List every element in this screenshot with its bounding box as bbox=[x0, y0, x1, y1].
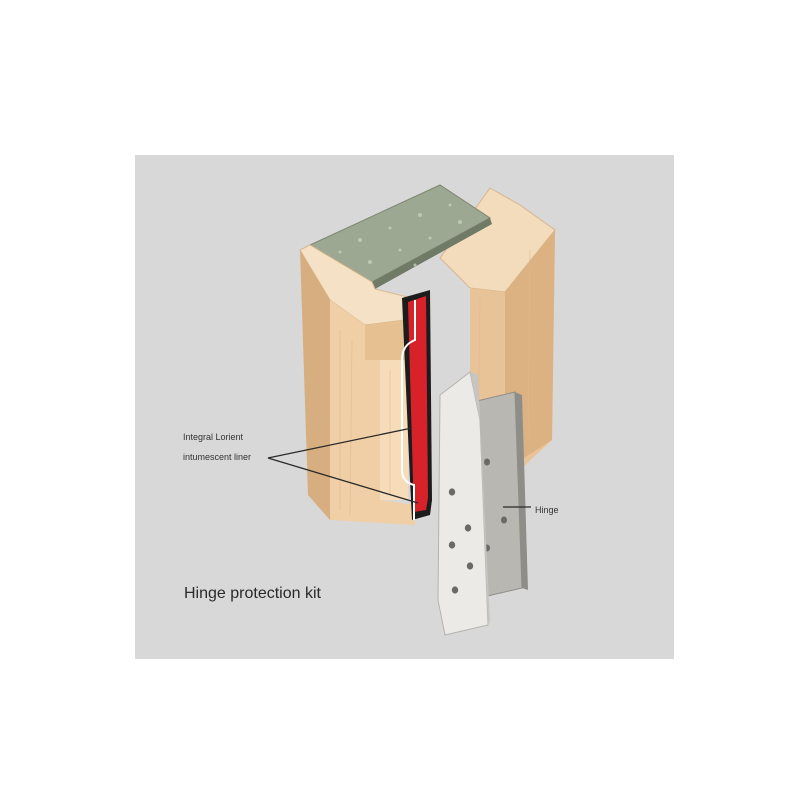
liner-callout-leaders bbox=[267, 427, 419, 504]
liner-callout-line2: intumescent liner bbox=[183, 452, 252, 462]
hinge-callout-label: Hinge bbox=[535, 505, 559, 515]
hinge-front-leaf-fold bbox=[470, 372, 490, 625]
intumescent-liner-red bbox=[408, 296, 428, 512]
frame-front-face bbox=[330, 300, 415, 525]
liner-callout-line1: Integral Lorient bbox=[183, 432, 244, 442]
hinge-front-screw-holes bbox=[448, 488, 474, 594]
frame-front-left-face bbox=[300, 250, 330, 520]
caption-title: Hinge protection kit bbox=[184, 585, 321, 602]
hinge-rear-leaf-edge bbox=[515, 392, 528, 590]
fire-board-speckles bbox=[338, 203, 462, 267]
liner-slot-line bbox=[401, 300, 416, 520]
fire-board-edge bbox=[372, 218, 492, 289]
